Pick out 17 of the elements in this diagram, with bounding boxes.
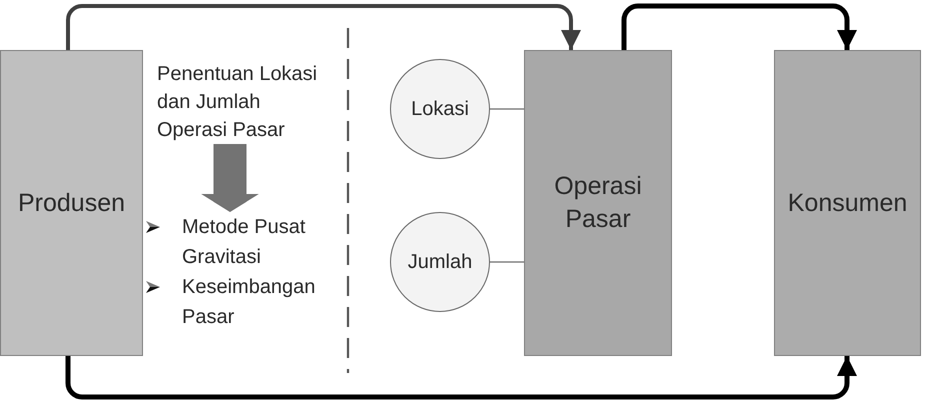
arrow bbox=[66, 4, 581, 50]
node-label: Produsen bbox=[18, 188, 126, 218]
connector-line bbox=[490, 108, 524, 110]
list-item-text: Metode Pusat Gravitasi bbox=[182, 215, 306, 270]
arrow bbox=[66, 356, 857, 400]
node-label: Operasi Pasar bbox=[553, 171, 643, 235]
node-label: Konsumen bbox=[788, 188, 908, 218]
block-arrow bbox=[201, 144, 259, 212]
node-label: Lokasi bbox=[411, 97, 469, 121]
list-item-text: Keseimbangan Pasar bbox=[182, 275, 316, 330]
connector-line bbox=[490, 261, 524, 263]
process-box bbox=[774, 50, 921, 356]
process-box bbox=[0, 50, 143, 356]
process-box bbox=[524, 50, 672, 356]
node-label: Jumlah bbox=[408, 250, 472, 274]
heading-text: Penentuan Lokasi dan Jumlah Operasi Pasar bbox=[157, 62, 318, 143]
arrow bbox=[622, 4, 857, 50]
